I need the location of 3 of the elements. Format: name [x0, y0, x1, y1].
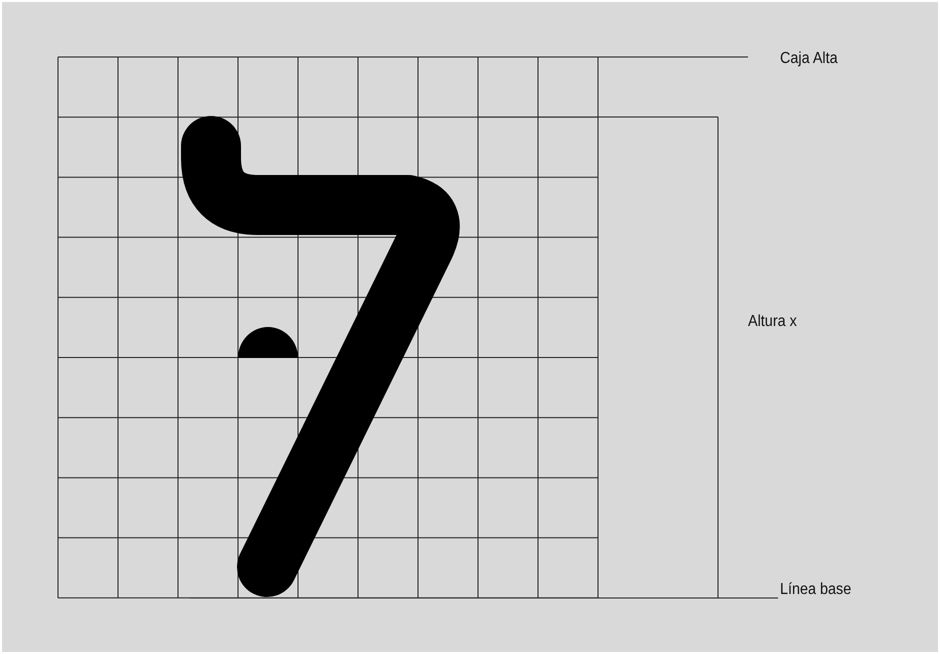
guide-label: Línea base — [780, 581, 852, 599]
guide-label: Altura x — [748, 313, 797, 331]
guide-label: Caja Alta — [780, 50, 838, 68]
